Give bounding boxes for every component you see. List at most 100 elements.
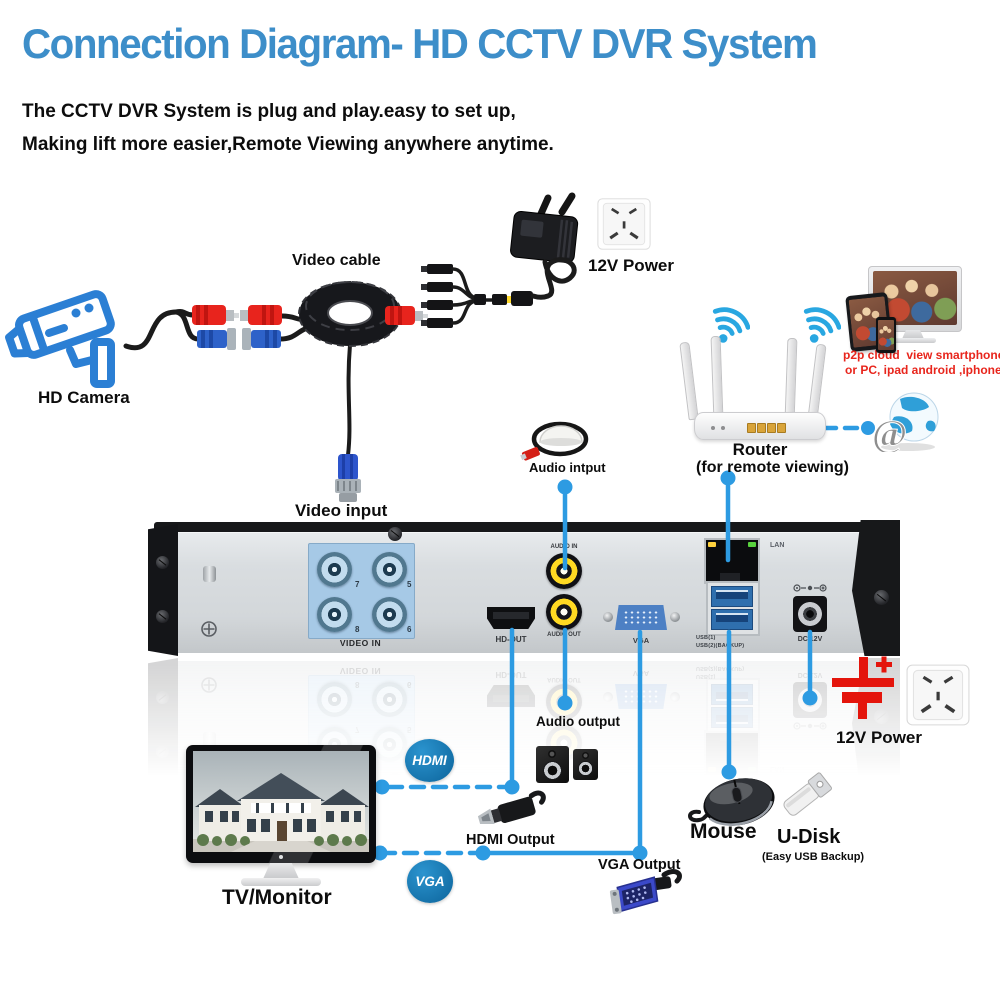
wall-outlet-icon (906, 664, 970, 726)
usb-port-2 (711, 609, 753, 630)
video-input-bnc-icon (335, 454, 361, 502)
hdmi-plug-icon (477, 790, 546, 824)
udisk-sublabel: (Easy USB Backup) (762, 851, 865, 863)
audio-in-port-label: AUDIO IN (550, 544, 578, 550)
mouse-label: Mouse (690, 820, 757, 843)
router-port (767, 423, 776, 433)
router-port (747, 423, 756, 433)
dvr-rear-panel: 7 5 8 6 VIDEO IN HD-OUT AUDIO IN AUDIO O… (148, 520, 900, 656)
vga-screw (603, 612, 613, 622)
monitor-base (890, 338, 936, 343)
phone-screen (878, 320, 894, 350)
smartphone-icon (876, 317, 896, 353)
tv-monitor-label: TV/Monitor (222, 886, 332, 909)
bnc-number: 7 (355, 580, 360, 589)
lan-led-yellow (708, 542, 716, 547)
screw-icon (874, 590, 889, 605)
usb-drive-icon (783, 772, 832, 816)
screw-icon (156, 610, 169, 623)
bnc-port (372, 552, 407, 587)
video-cable-label: Video cable (292, 252, 381, 269)
tv-screen-house-image (193, 751, 369, 852)
svg-text:@: @ (872, 413, 907, 452)
cctv-camera-icon (5, 290, 115, 388)
router-sublabel: (for remote viewing) (696, 459, 849, 476)
router-icon (694, 412, 826, 440)
bnc-port (372, 597, 407, 632)
vga-screw (670, 612, 680, 622)
hdmi-output-label: HDMI Output (466, 832, 555, 848)
bnc-port (317, 552, 352, 587)
speaker-right (573, 749, 598, 780)
usb-ports (706, 581, 760, 636)
speaker-left (536, 746, 569, 783)
panel-connector-nub (203, 566, 216, 582)
tv-power-dot (279, 855, 283, 859)
audio-out-rca-port (546, 594, 582, 630)
dvr-top-edge (154, 522, 896, 534)
dc-12v-label: DC 12V (797, 636, 823, 643)
tv-stand-neck (263, 863, 299, 879)
dc-polarity-icon (793, 584, 827, 592)
ground-symbol-icon (201, 621, 217, 637)
bnc-port (317, 597, 352, 632)
hd-camera-label: HD Camera (38, 388, 130, 407)
bnc-number: 6 (407, 625, 412, 634)
router-led (721, 426, 725, 430)
lan-led-green (748, 542, 756, 547)
audio-output-label: Audio output (536, 714, 620, 729)
rca-connector-pair-icon (192, 305, 282, 325)
lan-port (704, 538, 760, 584)
video-input-label: Video input (295, 501, 388, 520)
dvr-rear-panel: 7 5 8 6 VIDEO IN HD-OUT AUDIO IN AUDIO O… (148, 658, 900, 794)
power-bottom-label: 12V Power (836, 728, 922, 747)
subtitle-line-1: The CCTV DVR System is plug and play.eas… (22, 101, 516, 122)
router-led (711, 426, 715, 430)
screw-icon (156, 556, 169, 569)
usb-port-1 (711, 586, 753, 607)
dvr-reflection: 7 5 8 6 VIDEO IN HD-OUT AUDIO IN AUDIO O… (148, 658, 900, 794)
hdmi-port (487, 607, 535, 629)
tv-stand-base (241, 878, 321, 886)
video-in-port-label: VIDEO IN (339, 638, 382, 648)
speakers-icon (536, 744, 600, 784)
power-top-label: 12V Power (588, 256, 674, 275)
bnc-number: 8 (355, 625, 360, 634)
hd-out-label: HD-OUT (495, 635, 527, 644)
usb1-label: USB(1) (696, 635, 716, 641)
bnc-number: 5 (407, 580, 412, 589)
rca-connector-icon (385, 306, 428, 325)
router-label: Router (732, 440, 788, 459)
battery-power-symbol-icon (832, 656, 894, 719)
vga-badge: VGA (407, 860, 453, 903)
dc-power-jack (793, 596, 827, 632)
wifi-icon (803, 307, 841, 343)
wifi-icon (712, 307, 750, 343)
router-port (777, 423, 786, 433)
monitor-stand (902, 330, 924, 339)
vga-plug-icon (609, 869, 682, 915)
vga-port-label: VGA (632, 636, 650, 645)
p2p-text-line-1: p2p cloud view smartphone (843, 348, 1000, 362)
bnc-connector-pair-icon (197, 328, 281, 350)
microphone-icon (520, 421, 589, 461)
lan-port-label: LAN (770, 542, 785, 549)
vga-port (615, 605, 667, 630)
audio-out-port-label: AUDIO OUT (547, 632, 581, 638)
cable-coil-icon (298, 281, 402, 347)
tv-monitor-icon (186, 745, 378, 887)
vga-output-label: VGA Output (598, 857, 681, 873)
page-title: Connection Diagram- HD CCTV DVR System (22, 20, 818, 67)
usb-port-labels: USB(1) USB(2)(BACKUP) (696, 634, 776, 650)
audio-in-rca-port (546, 553, 582, 589)
internet-globe-icon: @ (872, 392, 939, 452)
p2p-text-line-2: or PC, ipad android ,iphone. (845, 363, 1000, 377)
subtitle-line-2: Making lift more easier,Remote Viewing a… (22, 134, 554, 155)
usb2-label: USB(2)(BACKUP) (696, 643, 745, 649)
power-splitter-icon (421, 264, 533, 328)
audio-input-label: Audio intput (529, 460, 606, 475)
video-in-block: 7 5 8 6 (308, 543, 415, 639)
mouse-icon (688, 778, 775, 826)
